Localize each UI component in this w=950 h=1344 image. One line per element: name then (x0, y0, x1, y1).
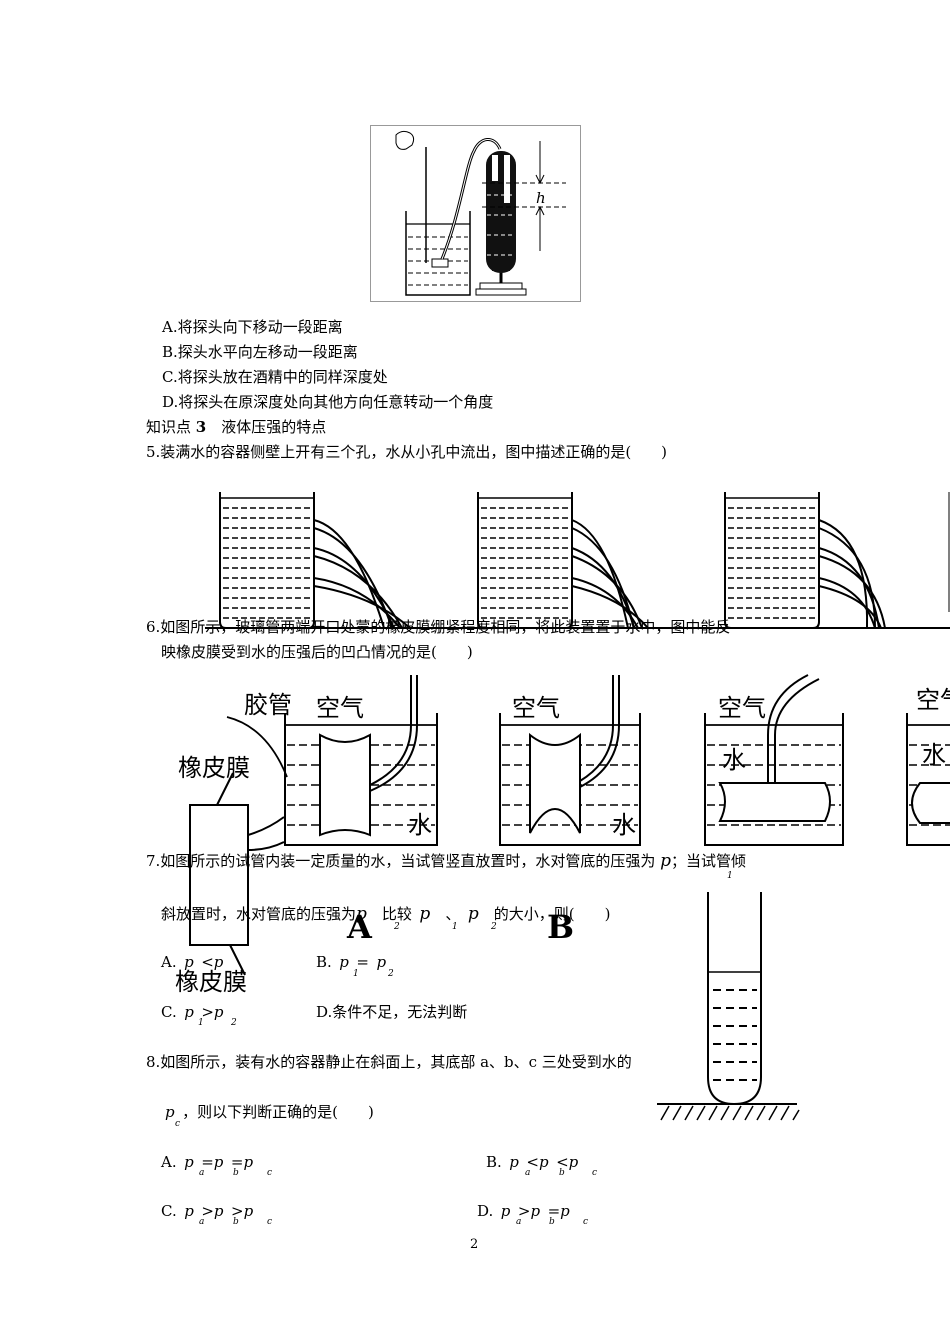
q7-sub-2b: 2 (491, 922, 497, 932)
svg-text:h: h (536, 189, 546, 207)
q6-option-b-figure (499, 675, 641, 846)
q6-membrane-figure (189, 674, 950, 976)
q8-option-c: C. p >p >p (161, 1202, 254, 1220)
section-heading: 知识点 3 液体压强的特点 (146, 418, 327, 436)
label-air-a: 空气 (316, 694, 364, 722)
label-membrane-top: 橡皮膜 (178, 754, 250, 782)
q7-b-sub2: 2 (388, 969, 394, 979)
label-tube: 胶管 (244, 691, 292, 719)
q8-c-sub-a: a (199, 1217, 205, 1227)
q4-option-d: D.将探头在原深度处向其他方向任意转动一个角度 (162, 393, 494, 411)
label-water-c: 水 (722, 746, 746, 774)
q8-d-sub-b: b (549, 1217, 555, 1227)
q8-stem-line1: 8.如图所示，装有水的容器静止在斜面上，其底部 a、b、c 三处受到水的 (146, 1053, 632, 1071)
page-number: 2 (470, 1237, 479, 1252)
q8-option-a: A. p =p =p (161, 1153, 254, 1171)
q8-b-sub-c: c (592, 1168, 598, 1178)
q7-c-sub2: 2 (231, 1018, 237, 1028)
label-water-b: 水 (612, 811, 636, 839)
label-option-a: A (347, 908, 372, 946)
label-air-b: 空气 (512, 694, 560, 722)
q8-a-sub-b: b (233, 1168, 239, 1178)
q8-a-sub-c: c (267, 1168, 273, 1178)
q8-c-sub-c: c (267, 1217, 273, 1227)
manometer-figure: h (370, 125, 581, 302)
q6-stem-line1: 6.如图所示，玻璃管两端开口处蒙的橡皮膜绷紧程度相同，将此装置置于水中，图中能反 (146, 618, 731, 636)
q8-b-sub-b: b (559, 1168, 565, 1178)
q8-d-sub-c: c (583, 1217, 589, 1227)
q7-option-c: C. p >p (161, 1003, 224, 1021)
q7-c-sub1: 1 (198, 1018, 204, 1028)
q4-option-b: B.探头水平向左移动一段距离 (162, 343, 358, 361)
q4-option-c: C.将探头放在酒精中的同样深度处 (162, 368, 388, 386)
q7-sub-2a: 2 (394, 922, 400, 932)
label-water-a: 水 (408, 811, 432, 839)
label-water-d: 水 (922, 741, 946, 769)
q8-a-sub-a: a (199, 1168, 205, 1178)
q6-option-c-figure (704, 674, 844, 846)
q8-d-sub-a: a (516, 1217, 522, 1227)
q8-sub-c-stem: c (175, 1119, 181, 1129)
q7-test-tube-figure (657, 892, 800, 1121)
q7-stem-line2: 斜放置时，水对管底的压强为p 比较 p 、 p 的大小，则( ) (161, 904, 611, 924)
q6-stem-line2: 映橡皮膜受到水的压强后的凹凸情况的是( ) (161, 643, 473, 661)
q5-jets-figure (205, 491, 950, 629)
q8-stem-line2: p ，则以下判断正确的是( ) (165, 1103, 374, 1121)
q7-sub-1: 1 (727, 871, 733, 881)
q6-option-a-figure (284, 675, 438, 846)
q4-option-a: A.将探头向下移动一段距离 (162, 318, 343, 336)
label-air-d: 空气 (916, 686, 950, 714)
q7-option-d: D.条件不足，无法判断 (316, 1003, 468, 1021)
q7-b-sub1: 1 (353, 969, 359, 979)
label-air-c: 空气 (718, 694, 766, 722)
q8-option-b: B. p <p <p (486, 1153, 579, 1171)
q5-stem: 5.装满水的容器侧壁上开有三个孔，水从小孔中流出，图中描述正确的是( ) (146, 443, 668, 461)
q8-option-d: D. p >p =p (477, 1202, 570, 1220)
q8-c-sub-b: b (233, 1217, 239, 1227)
q7-stem-line1: 7.如图所示的试管内装一定质量的水，当试管竖直放置时，水对管底的压强为 p；当试… (146, 851, 747, 871)
q7-option-b: B. p = p (316, 953, 387, 971)
q7-sub-1b: 1 (452, 922, 458, 932)
q8-b-sub-a: a (525, 1168, 531, 1178)
q6-option-d-figure (906, 713, 950, 846)
q7-option-a: A. p <p (161, 953, 224, 971)
label-option-b: B (547, 908, 575, 946)
label-membrane-bottom: 橡皮膜 (175, 968, 247, 996)
